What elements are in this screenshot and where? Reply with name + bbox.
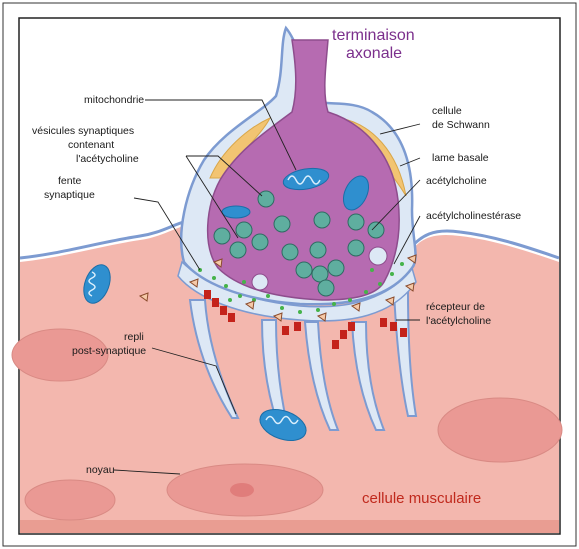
vesicle [274, 216, 290, 232]
ach-dot [224, 284, 228, 288]
receptor [348, 322, 355, 331]
label-vesicules-2: contenant [68, 139, 114, 151]
label-recepteur-1: récepteur de [426, 301, 485, 313]
vesicle [236, 222, 252, 238]
vesicle [214, 228, 230, 244]
ach-dot [316, 308, 320, 312]
vesicle [252, 234, 268, 250]
ach-dot [390, 272, 394, 276]
label-recepteur-2: l'acétylcholine [426, 315, 491, 327]
ach-dot [266, 294, 270, 298]
ach-dot [228, 298, 232, 302]
title-line1: terminaison [332, 27, 415, 44]
label-vesicules-3: l'acétycholine [76, 153, 139, 165]
exocytosis-pit [369, 247, 387, 265]
nucleus [25, 480, 115, 520]
receptor [400, 328, 407, 337]
ach-dot [332, 302, 336, 306]
receptor [282, 326, 289, 335]
label-repli-2: post-synaptique [72, 345, 146, 357]
vesicle [282, 244, 298, 260]
vesicle [230, 242, 246, 258]
ach-dot [280, 306, 284, 310]
label-repli-1: repli [124, 331, 144, 343]
vesicle [348, 240, 364, 256]
receptor [390, 322, 397, 331]
vesicle [310, 242, 326, 258]
ach-dot [238, 294, 242, 298]
ach-dot [298, 310, 302, 314]
ach-dot [370, 268, 374, 272]
mitochondrion [222, 206, 250, 218]
vesicle [328, 260, 344, 276]
ach-dot [348, 298, 352, 302]
nucleolus [230, 483, 254, 497]
label-mitochondrie: mitochondrie [84, 94, 144, 106]
exocytosis-pit [252, 274, 268, 290]
vesicle [314, 212, 330, 228]
label-lame: lame basale [432, 152, 489, 164]
label-acetylcholine: acétylcholine [426, 175, 487, 187]
receptor [294, 322, 301, 331]
receptor [340, 330, 347, 339]
receptor [212, 298, 219, 307]
label-noyau: noyau [86, 464, 115, 476]
vesicle [348, 214, 364, 230]
label-schwann-1: cellule [432, 105, 462, 117]
ach-dot [242, 280, 246, 284]
title-line2: axonale [346, 45, 402, 62]
ach-dot [212, 276, 216, 280]
receptor [332, 340, 339, 349]
label-vesicules-1: vésicules synaptiques [32, 125, 134, 137]
label-fente-2: synaptique [44, 189, 95, 201]
vesicle [318, 280, 334, 296]
muscle-bottom-band [20, 520, 559, 533]
label-esterase: acétylcholinestérase [426, 210, 521, 222]
label-fente-1: fente [58, 175, 82, 187]
ach-dot [364, 290, 368, 294]
nucleus [438, 398, 562, 462]
ach-dot [378, 282, 382, 286]
vesicle [258, 191, 274, 207]
receptor [204, 290, 211, 299]
vesicle [296, 262, 312, 278]
receptor [228, 313, 235, 322]
vesicle [368, 222, 384, 238]
receptor [380, 318, 387, 327]
label-schwann-2: de Schwann [432, 119, 490, 131]
receptor [220, 306, 227, 315]
label-cellule-musculaire: cellule musculaire [362, 490, 481, 507]
ach-dot [400, 262, 404, 266]
